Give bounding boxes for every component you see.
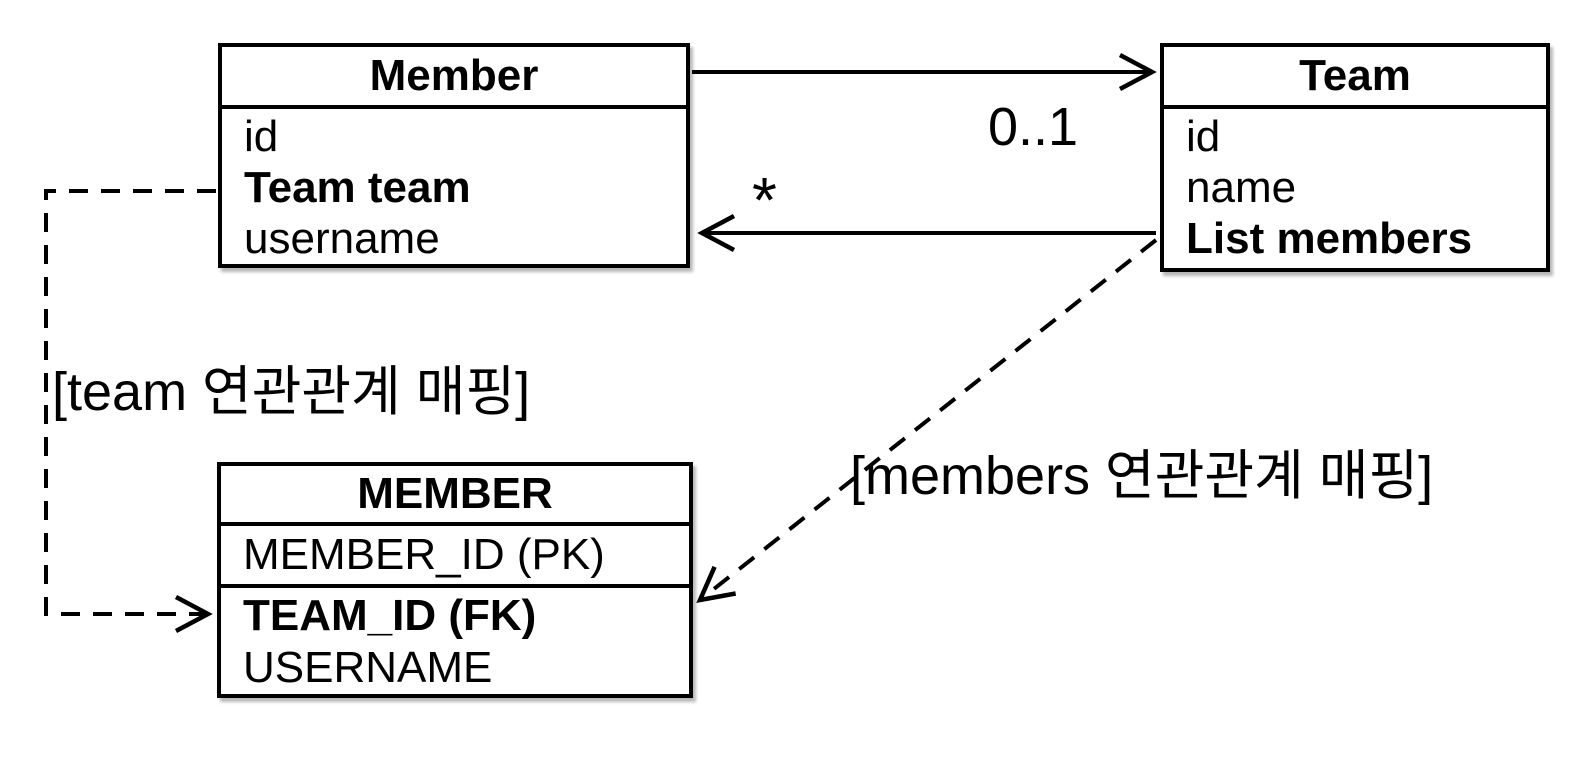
team-class-fields: id name List members xyxy=(1164,109,1546,264)
member-field-team: Team team xyxy=(244,163,471,212)
member-class-box: Member id Team team username xyxy=(218,43,690,268)
team-mapping-annotation: [team 연관관계 매핑] xyxy=(52,362,531,422)
team-to-member-multiplicity-label: * xyxy=(752,164,777,236)
member-table-title: MEMBER xyxy=(221,466,689,526)
team-class-box: Team id name List members xyxy=(1160,43,1550,272)
member-table-username-row: USERNAME xyxy=(243,643,493,692)
team-field-mapping-dashed-connector xyxy=(44,189,216,633)
member-table-fk-row: TEAM_ID (FK) xyxy=(243,591,537,640)
member-to-team-multiplicity-label: 0..1 xyxy=(988,97,1079,157)
team-field-name: name xyxy=(1186,163,1297,212)
member-class-fields: id Team team username xyxy=(222,109,686,264)
member-field-username: username xyxy=(244,214,440,263)
member-table-columns: TEAM_ID (FK) USERNAME xyxy=(221,588,689,694)
members-mapping-annotation: [members 연관관계 매핑] xyxy=(850,446,1434,506)
team-field-members: List members xyxy=(1186,214,1473,263)
team-field-id: id xyxy=(1186,112,1221,161)
team-class-title: Team xyxy=(1164,47,1546,109)
member-table-pk-row: MEMBER_ID (PK) xyxy=(221,526,689,588)
members-field-mapping-dashed-connector xyxy=(696,238,1158,603)
member-field-id: id xyxy=(244,112,279,161)
member-table-box: MEMBER MEMBER_ID (PK) TEAM_ID (FK) USERN… xyxy=(217,462,693,698)
member-class-title: Member xyxy=(222,47,686,109)
